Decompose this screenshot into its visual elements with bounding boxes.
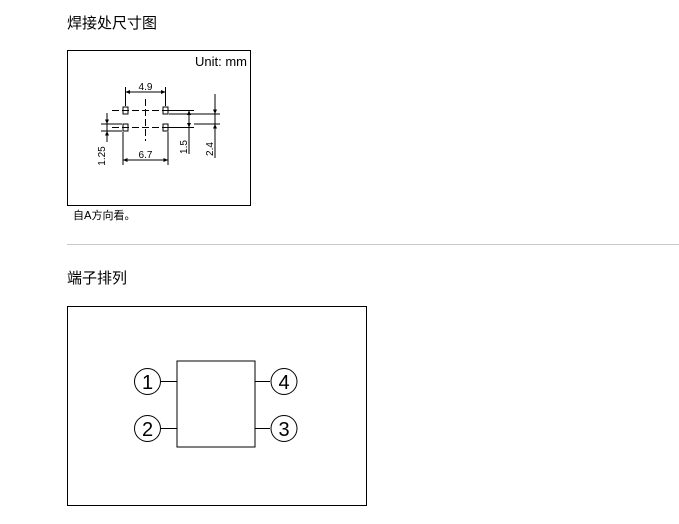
pin-label-3: 3 xyxy=(278,419,289,441)
pin-circle-3 xyxy=(270,415,298,442)
dim-label-row-pitch: 1.5 xyxy=(179,140,190,154)
dim-label-pad-width: 1.25 xyxy=(97,146,108,166)
pin-circle-2 xyxy=(134,415,161,442)
solder-dimension-title: 焊接处尺寸图 xyxy=(67,14,158,32)
terminal-arrangement-title: 端子排列 xyxy=(67,269,128,287)
pin-circle-1 xyxy=(134,368,161,395)
dim-label-total-height: 2.4 xyxy=(205,142,216,156)
pad-layout-drawing: 4.9 6.7 1.25 1.5 2.4 xyxy=(97,82,220,166)
solder-dimension-diagram: Unit: mm xyxy=(67,50,251,206)
pinout-drawing: 1 2 3 4 xyxy=(134,360,298,448)
view-direction-caption: 自A方向看。 xyxy=(73,209,136,222)
unit-label: Unit: mm xyxy=(195,54,247,69)
pin-label-1: 1 xyxy=(142,372,153,394)
section-divider xyxy=(67,244,679,245)
terminal-arrangement-diagram: 1 2 3 4 xyxy=(67,306,367,506)
pin-circle-4 xyxy=(270,368,298,395)
dim-label-pad-pitch: 4.9 xyxy=(139,82,153,93)
dim-label-outer-span: 6.7 xyxy=(139,150,153,161)
pin-label-4: 4 xyxy=(278,372,289,394)
component-body xyxy=(176,360,256,448)
pin-label-2: 2 xyxy=(142,419,153,441)
